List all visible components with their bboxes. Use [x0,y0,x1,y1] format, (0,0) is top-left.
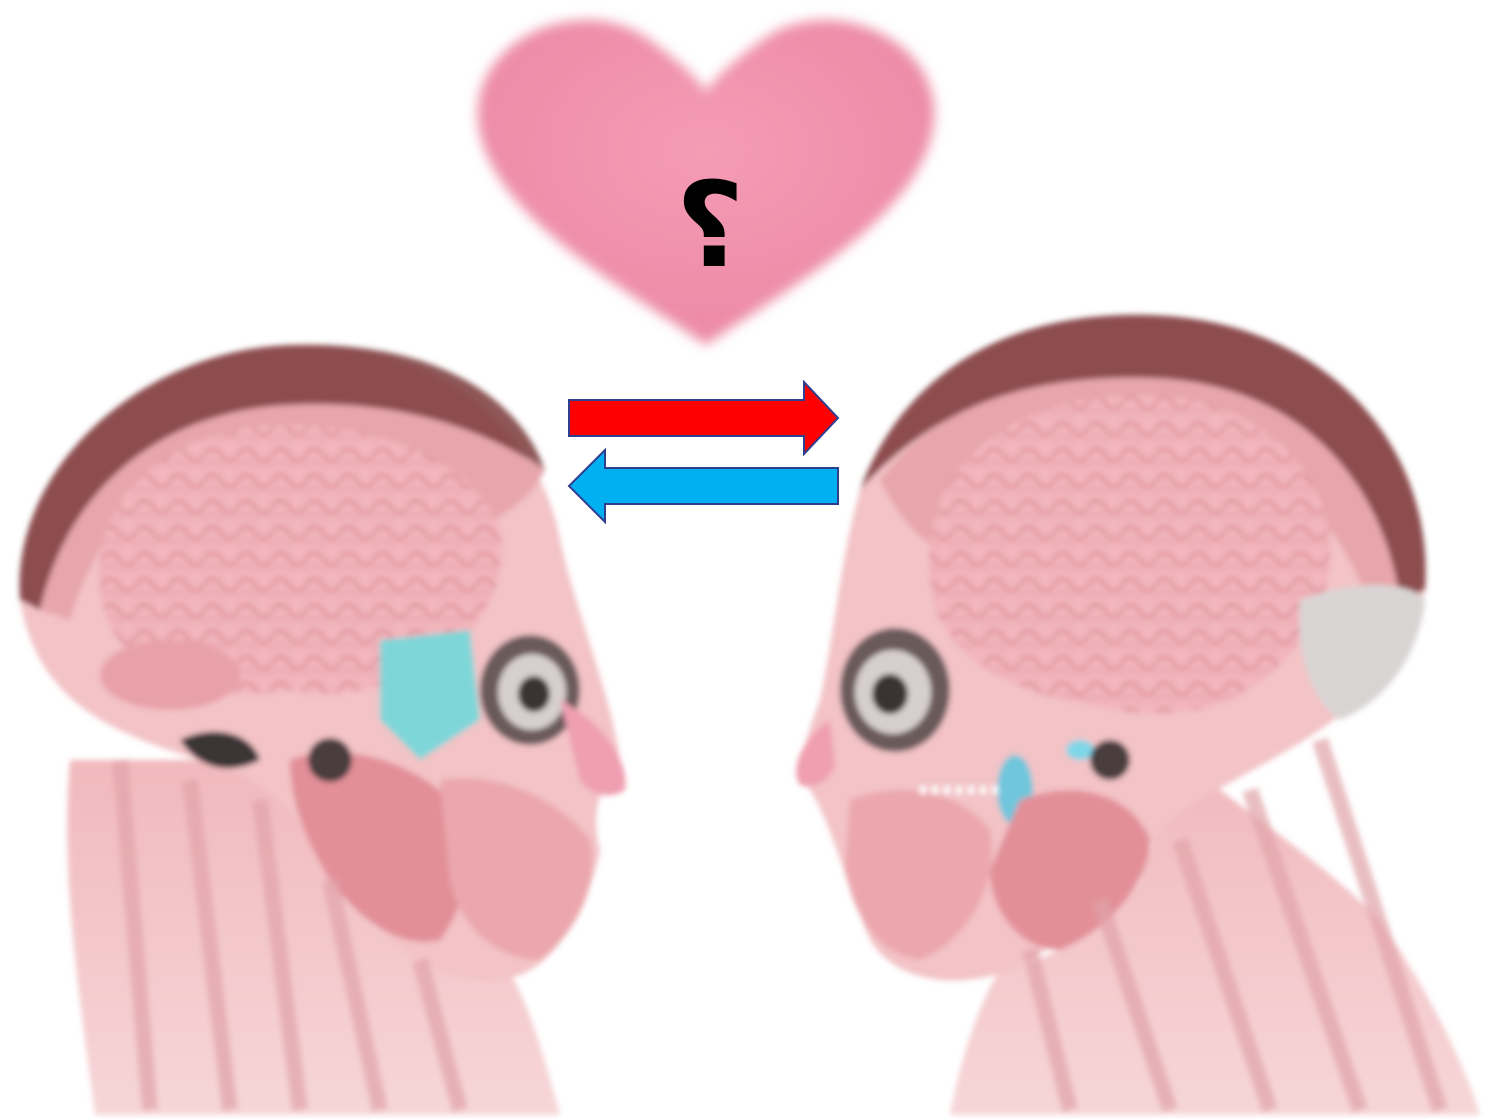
question-mark-text: ؟ [655,150,765,300]
left-head-illustration [19,345,625,1115]
arrow-left-icon [569,450,838,522]
right-head-illustration [796,315,1480,1115]
arrow-right-icon [569,382,838,454]
